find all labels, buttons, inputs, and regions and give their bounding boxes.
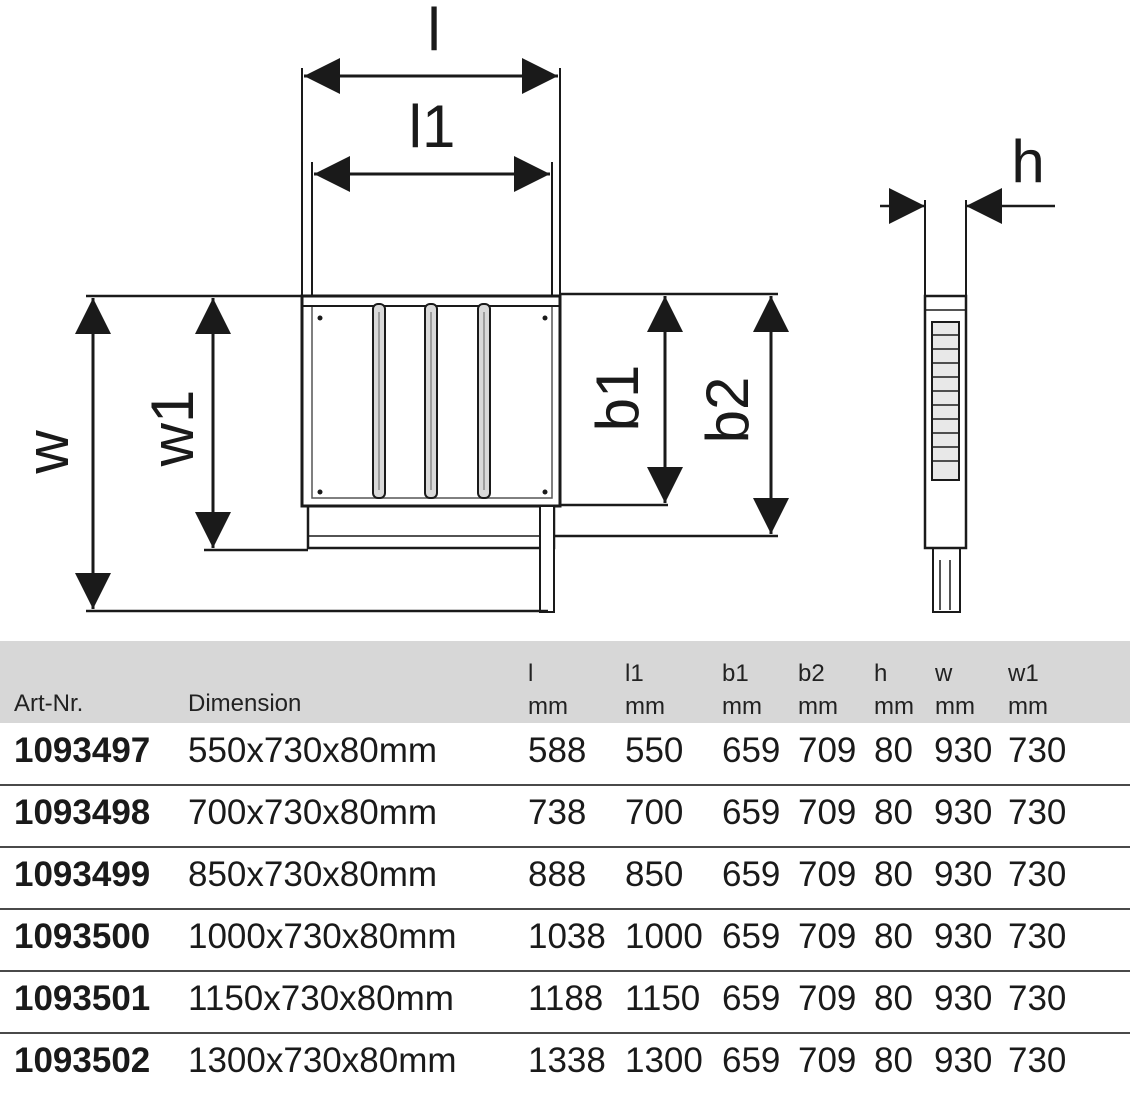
- cell-l: 738: [528, 793, 587, 832]
- cell-l: 588: [528, 731, 587, 770]
- header-l-unit: mm: [528, 693, 568, 720]
- cell-dimension: 1150x730x80mm: [188, 979, 454, 1018]
- cell-dimension: 1300x730x80mm: [188, 1041, 457, 1080]
- cell-b2: 709: [798, 731, 857, 770]
- cell-w1: 730: [1008, 793, 1067, 832]
- cell-w1: 730: [1008, 731, 1067, 770]
- table-row: 1093499 850x730x80mm 888 850 659 709 80 …: [0, 847, 1130, 910]
- cell-l1: 1000: [625, 917, 703, 956]
- technical-drawing: l l1 h w w1 b1 b2: [14, 0, 1055, 613]
- cell-l1: 1150: [625, 979, 701, 1018]
- table-row: 1093497 550x730x80mm 588 550 659 709 80 …: [0, 723, 1130, 786]
- header-b2-unit: mm: [798, 693, 838, 720]
- cell-w1: 730: [1008, 917, 1067, 956]
- cell-b1: 659: [722, 1041, 781, 1080]
- table-header: Art-Nr. Dimension l mm l1 mm b1 mm b2 mm…: [0, 641, 1130, 723]
- cell-b2: 709: [798, 979, 857, 1018]
- header-b1: b1: [722, 660, 749, 687]
- table-row: 1093500 1000x730x80mm 1038 1000 659 709 …: [0, 909, 1130, 972]
- cell-l1: 850: [625, 855, 684, 894]
- cell-h: 80: [874, 917, 913, 956]
- header-l1: l1: [625, 660, 644, 687]
- cell-art-nr: 1093500: [14, 917, 151, 956]
- cell-dimension: 850x730x80mm: [188, 855, 438, 894]
- header-w1: w1: [1008, 660, 1039, 687]
- cell-h: 80: [874, 793, 913, 832]
- cell-b1: 659: [722, 793, 781, 832]
- header-h-unit: mm: [874, 693, 914, 720]
- header-l: l: [528, 660, 534, 687]
- arrowheads: [75, 58, 1002, 609]
- cell-b2: 709: [798, 917, 857, 956]
- header-w-unit: mm: [935, 693, 975, 720]
- dimension-labels: l l1 h w w1 b1 b2: [14, 0, 1045, 475]
- label-b1: b1: [584, 365, 651, 432]
- label-l: l: [427, 0, 440, 63]
- label-h: h: [1011, 128, 1044, 195]
- cell-b1: 659: [722, 917, 781, 956]
- cell-b2: 709: [798, 1041, 857, 1080]
- cell-l1: 700: [625, 793, 684, 832]
- table-row: 1093498 700x730x80mm 738 700 659 709 80 …: [0, 785, 1130, 848]
- spec-table: Art-Nr. Dimension l mm l1 mm b1 mm b2 mm…: [0, 641, 1130, 1080]
- table-row: 1093501 1150x730x80mm 1188 1150 659 709 …: [0, 971, 1130, 1034]
- header-h: h: [874, 660, 888, 687]
- cell-h: 80: [874, 731, 913, 770]
- cell-w: 930: [934, 855, 993, 894]
- cell-l1: 550: [625, 731, 684, 770]
- cell-b2: 709: [798, 793, 857, 832]
- cell-art-nr: 1093498: [14, 793, 151, 832]
- cell-art-nr: 1093501: [14, 979, 151, 1018]
- cell-l: 888: [528, 855, 587, 894]
- cell-w1: 730: [1008, 979, 1067, 1018]
- cell-art-nr: 1093499: [14, 855, 151, 894]
- header-w: w: [935, 660, 953, 687]
- cell-l: 1038: [528, 917, 606, 956]
- cell-w1: 730: [1008, 855, 1067, 894]
- label-w: w: [14, 430, 81, 475]
- cell-l: 1188: [528, 979, 604, 1018]
- cell-b1: 659: [722, 855, 781, 894]
- label-w1: w1: [139, 390, 206, 468]
- cell-h: 80: [874, 1041, 913, 1080]
- label-b2: b2: [694, 377, 761, 444]
- cell-dimension: 700x730x80mm: [188, 793, 438, 832]
- cell-w: 930: [934, 731, 993, 770]
- cell-w: 930: [934, 793, 993, 832]
- base-block: [306, 504, 556, 550]
- cell-w: 930: [934, 979, 993, 1018]
- cell-w: 930: [934, 917, 993, 956]
- side-view: [880, 200, 1055, 613]
- header-b1-unit: mm: [722, 693, 762, 720]
- cell-b1: 659: [722, 731, 781, 770]
- cell-h: 80: [874, 855, 913, 894]
- label-l1: l1: [409, 93, 456, 160]
- cell-art-nr: 1093502: [14, 1041, 151, 1080]
- front-view: [300, 294, 562, 613]
- cell-dimension: 550x730x80mm: [188, 731, 438, 770]
- header-l1-unit: mm: [625, 693, 665, 720]
- cell-art-nr: 1093497: [14, 731, 151, 770]
- cell-h: 80: [874, 979, 913, 1018]
- header-w1-unit: mm: [1008, 693, 1048, 720]
- header-art-nr: Art-Nr.: [14, 690, 84, 717]
- cell-w1: 730: [1008, 1041, 1067, 1080]
- cell-b2: 709: [798, 855, 857, 894]
- header-dimension: Dimension: [188, 690, 302, 717]
- cell-dimension: 1000x730x80mm: [188, 917, 457, 956]
- cell-b1: 659: [722, 979, 781, 1018]
- dimension-lines: [86, 68, 778, 613]
- cell-w: 930: [934, 1041, 993, 1080]
- side-ladder: [931, 321, 960, 481]
- cell-l: 1338: [528, 1041, 606, 1080]
- cell-l1: 1300: [625, 1041, 703, 1080]
- table-row: 1093502 1300x730x80mm 1338 1300 659 709 …: [0, 1033, 1130, 1094]
- header-b2: b2: [798, 660, 825, 687]
